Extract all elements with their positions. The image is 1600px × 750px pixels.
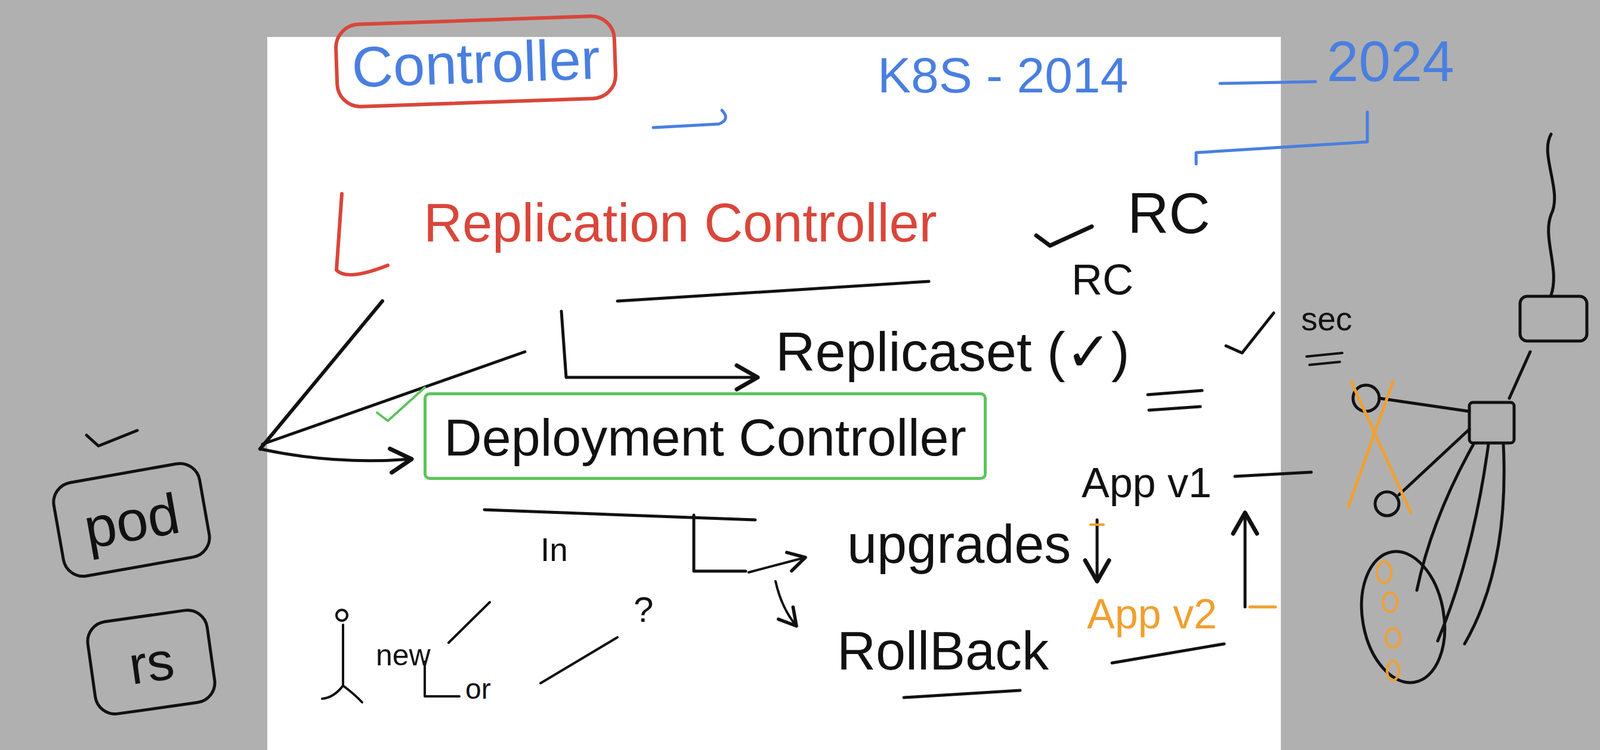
action-label: upgrades [847, 515, 1071, 575]
note-label: new [375, 639, 431, 673]
note-label: ? [633, 590, 654, 630]
node-text: Controller [350, 27, 602, 100]
controller-box: Controller [333, 13, 619, 110]
year-label: 2024 [1326, 29, 1455, 94]
pod-box: pod [48, 458, 215, 582]
deployment-box: Deployment Controller [423, 392, 987, 481]
note-label: or [465, 674, 491, 706]
controller-name: Replicaset (✓) [775, 322, 1130, 383]
node-text: rs [125, 631, 178, 696]
action-label: RollBack [836, 622, 1049, 682]
rs-box: rs [83, 606, 219, 719]
version-label: App v2 [1086, 591, 1218, 638]
node-text: pod [79, 482, 185, 561]
controller-name: Replication Controller [423, 193, 937, 253]
note-label: In [540, 532, 568, 569]
node-text: Deployment Controller [443, 409, 967, 468]
note-label: sec [1301, 301, 1353, 338]
year-label: K8S - 2014 [877, 47, 1129, 103]
version-label: App v1 [1081, 460, 1212, 507]
abbrev-label: RC [1127, 181, 1211, 246]
abbrev-label: RC [1071, 256, 1134, 304]
